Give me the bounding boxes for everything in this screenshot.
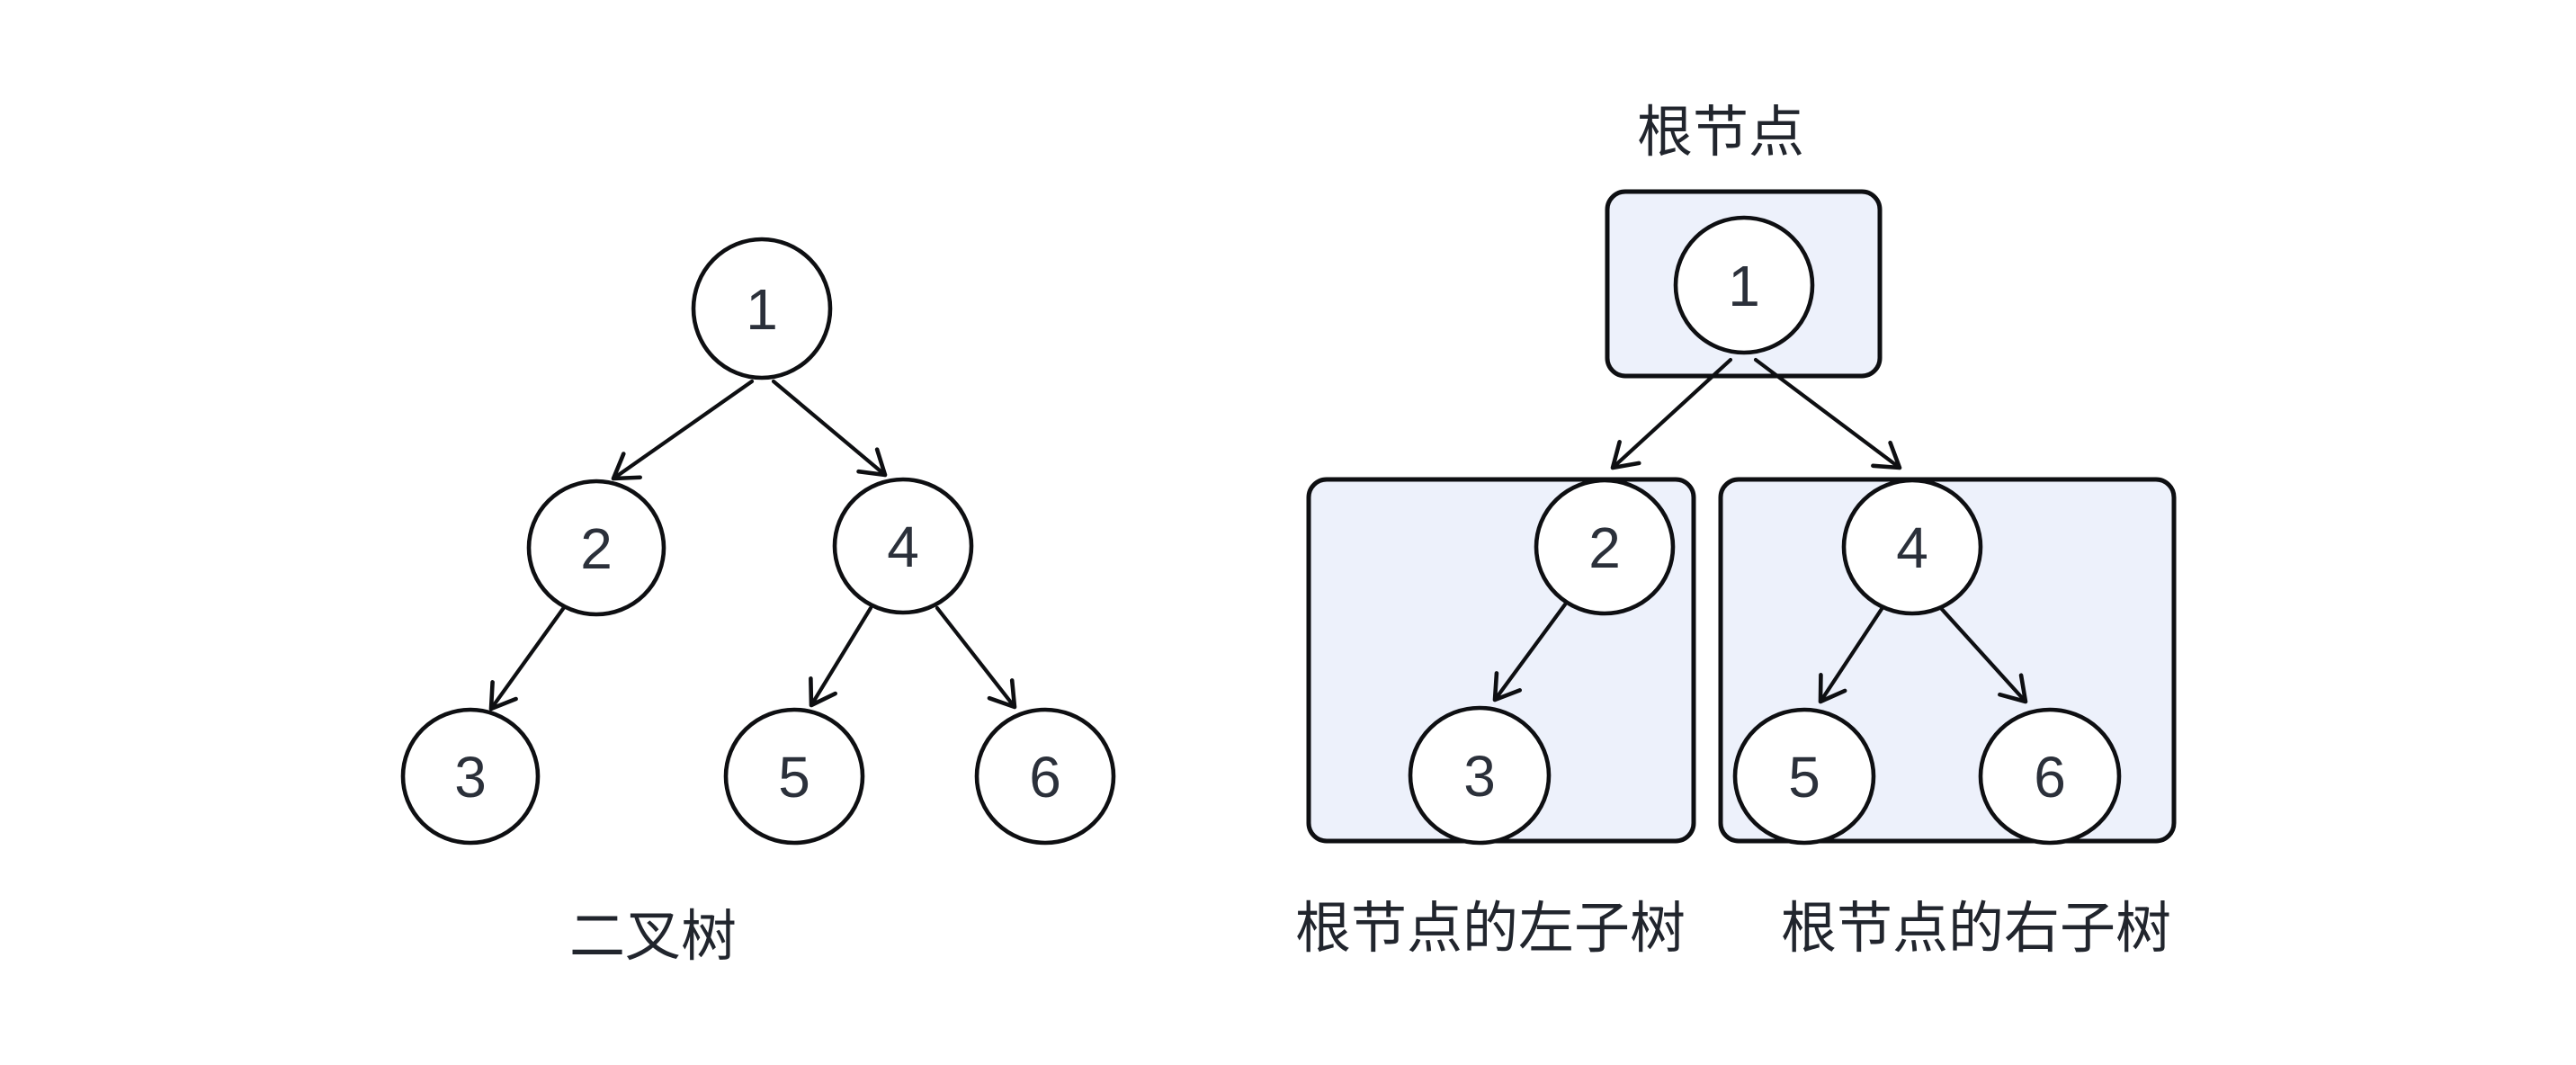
tree-node-4: 4	[1841, 478, 1983, 616]
edge-4-6	[1936, 604, 2028, 704]
node-circle	[400, 707, 541, 846]
node-circle	[832, 477, 974, 615]
edge-2-3	[488, 604, 568, 711]
node-value: 5	[1788, 745, 1820, 810]
node-circle	[691, 237, 833, 380]
tree-node-2: 2	[1534, 478, 1676, 616]
edge-root-right-subtree	[1753, 357, 1902, 470]
node-value: 6	[1029, 745, 1061, 810]
node-circle	[1841, 478, 1983, 616]
node-value: 3	[1463, 744, 1496, 809]
tree-node-4: 4	[832, 477, 974, 615]
tree-node-2: 2	[526, 479, 666, 617]
right-figure: 根节点 1 2 3 4	[1295, 102, 2177, 960]
tree-node-6: 6	[1978, 707, 2122, 846]
tree-node-6: 6	[974, 707, 1116, 846]
node-value: 1	[746, 277, 778, 342]
node-circle	[723, 707, 865, 846]
left-tree: 1 2 4 3 5 6 二叉树	[400, 237, 1116, 968]
node-value: 5	[778, 745, 810, 810]
edge-1-2	[611, 379, 755, 481]
node-circle	[1673, 215, 1815, 355]
node-value: 6	[2034, 745, 2066, 810]
tree-node-root-1: 1	[1673, 215, 1815, 355]
node-value: 1	[1728, 254, 1760, 318]
node-circle	[1534, 478, 1676, 616]
node-value: 2	[580, 516, 613, 581]
tree-node-5: 5	[1732, 707, 1876, 846]
edge-4-5	[809, 605, 873, 708]
edge-4-5	[1818, 604, 1886, 704]
node-value: 4	[887, 515, 919, 579]
node-circle	[1408, 705, 1552, 846]
edge-1-4	[771, 379, 888, 478]
tree-node-5: 5	[723, 707, 865, 846]
tree-node-3: 3	[1408, 705, 1552, 846]
tree-node-1: 1	[691, 237, 833, 380]
node-circle	[526, 479, 666, 617]
node-circle	[974, 707, 1116, 846]
node-circle	[1732, 707, 1876, 846]
left-subtree-caption: 根节点的左子树	[1295, 898, 1686, 960]
root-label: 根节点	[1637, 102, 1804, 164]
tree-node-3: 3	[400, 707, 541, 846]
right-subtree-caption: 根节点的右子树	[1781, 898, 2171, 960]
node-circle	[1978, 707, 2122, 846]
node-value: 4	[1896, 515, 1928, 580]
edge-4-6	[935, 605, 1017, 710]
edge-2-3	[1492, 602, 1568, 703]
node-value: 2	[1588, 515, 1621, 580]
left-tree-caption: 二叉树	[569, 906, 737, 968]
edge-root-left-subtree	[1610, 357, 1733, 470]
node-value: 3	[454, 745, 487, 810]
